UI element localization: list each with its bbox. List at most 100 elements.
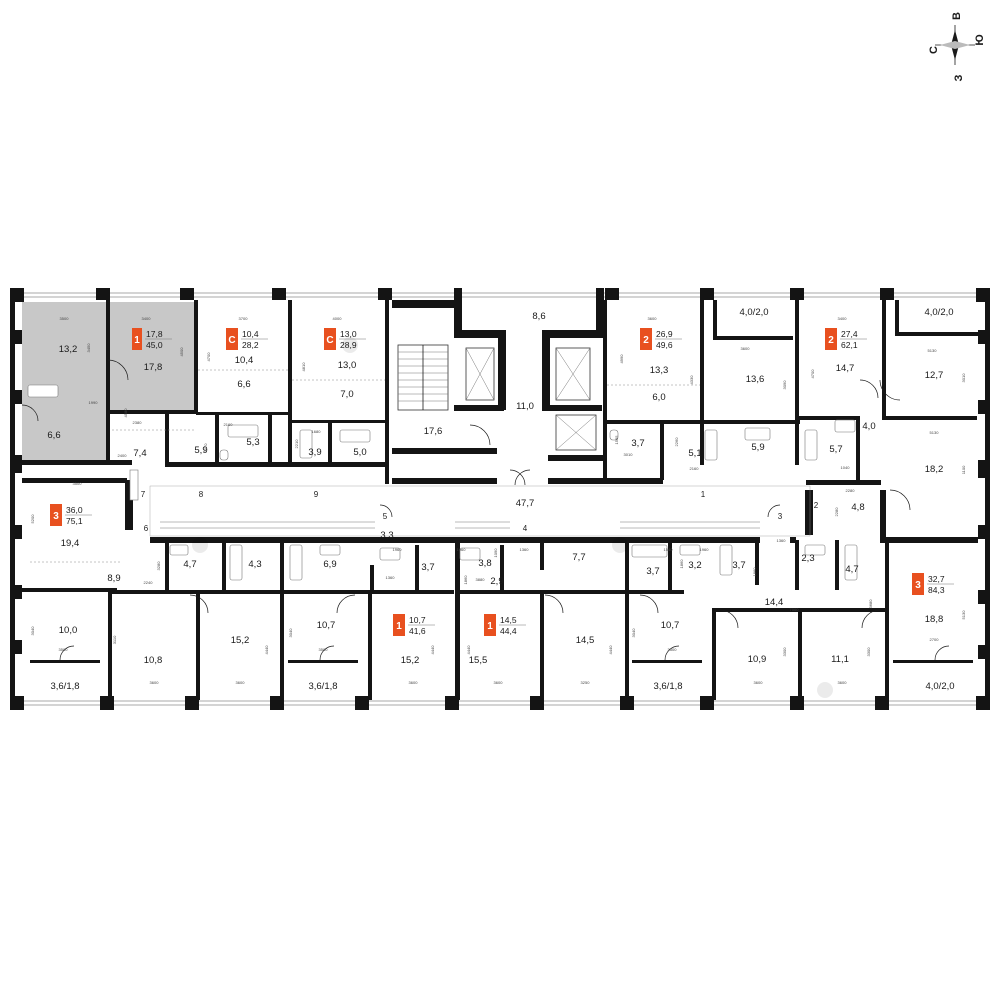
door-number: 9 bbox=[314, 490, 319, 499]
room-area-label: 17,6 bbox=[424, 426, 443, 437]
dim-label: 3400 bbox=[838, 316, 848, 321]
badge-rooms: С bbox=[228, 335, 235, 346]
apartment-badge-3[interactable]: С 13,0 28,9 bbox=[324, 328, 366, 350]
apartment-badge-8[interactable]: 1 14,5 44,4 bbox=[484, 614, 526, 636]
dim-label: 2210 bbox=[294, 439, 299, 449]
dim-label: 2240 bbox=[144, 580, 154, 585]
room-area-label: 19,4 bbox=[61, 538, 80, 549]
room-area-label: 3,9 bbox=[308, 447, 321, 458]
door-number: 7 bbox=[141, 490, 146, 499]
room-area-label: 7,0 bbox=[340, 389, 353, 400]
apartment-badge-4[interactable]: 2 26,9 49,6 bbox=[640, 328, 682, 350]
apartment-badge-9[interactable]: 3 32,7 84,3 bbox=[912, 573, 954, 595]
room-area-label: 17,8 bbox=[144, 362, 163, 373]
room-area-label: 14,4 bbox=[765, 597, 784, 608]
room-area-label: 5,0 bbox=[353, 447, 366, 458]
badge-total-area: 28,9 bbox=[340, 340, 357, 350]
room-labels: 13,2 6,6 7,4 17,8 10,4 6,6 5,3 5,9 13,0 … bbox=[47, 307, 954, 692]
dim-label: 3500 bbox=[319, 647, 329, 652]
dim-label: 4700 bbox=[810, 369, 815, 379]
dim-label: 3600 bbox=[494, 680, 504, 685]
badge-rooms: 3 bbox=[53, 511, 59, 522]
corridor bbox=[149, 485, 811, 537]
dim-label: 3400 bbox=[142, 316, 152, 321]
dim-label: 3880 bbox=[476, 577, 486, 582]
dim-label: 4810 bbox=[301, 362, 306, 372]
room-area-label: 11,0 bbox=[516, 401, 534, 412]
room-area-label: 14,7 bbox=[836, 363, 855, 374]
apartment-badge-2[interactable]: С 10,4 28,2 bbox=[226, 328, 268, 350]
dim-label: 3110 bbox=[112, 635, 117, 644]
dim-label: 5130 bbox=[928, 348, 938, 353]
door-number: 8 bbox=[199, 490, 204, 499]
badge-living-area: 36,0 bbox=[66, 505, 83, 515]
bathroom-fixtures bbox=[27, 384, 858, 581]
dim-label: 1960 bbox=[700, 547, 710, 552]
dim-label: 5130 bbox=[961, 610, 966, 620]
apartment-badge-5[interactable]: 2 27,4 62,1 bbox=[825, 328, 867, 350]
dim-label: 1680 bbox=[312, 429, 322, 434]
room-area-label: 4,3 bbox=[248, 559, 261, 570]
apartment-badge-1[interactable]: 1 17,8 45,0 bbox=[132, 328, 172, 350]
dim-label: 3300 bbox=[866, 647, 871, 657]
dim-label: 3500 bbox=[668, 647, 678, 652]
room-area-label: 15,5 bbox=[469, 655, 488, 666]
room-area-label: 3,7 bbox=[421, 562, 434, 573]
room-area-label: 5,9 bbox=[194, 445, 207, 456]
badge-living-area: 26,9 bbox=[656, 329, 673, 339]
compass-north: С bbox=[928, 46, 940, 54]
dim-label: 4580 bbox=[123, 408, 128, 418]
compass-cross-icon bbox=[940, 41, 970, 49]
dim-label: 3450 bbox=[86, 343, 91, 353]
dim-label: 1565 bbox=[614, 435, 619, 445]
badge-total-area: 75,1 bbox=[66, 516, 83, 526]
dim-label: 1100 bbox=[961, 465, 966, 474]
dim-label: 3600 bbox=[838, 680, 848, 685]
dim-label: 3250 bbox=[581, 680, 591, 685]
room-area-label: 15,2 bbox=[401, 655, 420, 666]
dim-label: 1360 bbox=[386, 575, 396, 580]
dim-label: 2280 bbox=[834, 507, 839, 517]
dim-label: 3600 bbox=[150, 680, 160, 685]
room-area-label: 18,8 bbox=[925, 614, 944, 625]
room-area-label: 3,6/1,8 bbox=[50, 681, 79, 692]
dim-label: 1860 bbox=[752, 567, 757, 577]
dim-label: 4440 bbox=[608, 645, 613, 655]
dim-label: 3700 bbox=[239, 316, 249, 321]
badge-total-area: 84,3 bbox=[928, 585, 945, 595]
dim-label: 1960 bbox=[393, 547, 403, 552]
apartment-badge-7[interactable]: 1 10,7 41,6 bbox=[393, 614, 435, 636]
dim-label: 4330 bbox=[689, 375, 694, 385]
badge-living-area: 32,7 bbox=[928, 574, 945, 584]
badge-living-area: 10,4 bbox=[242, 329, 259, 339]
room-area-label: 4,7 bbox=[845, 564, 858, 575]
room-area-label: 8,6 bbox=[532, 311, 545, 322]
room-area-label: 13,2 bbox=[59, 344, 78, 355]
dim-label: 2380 bbox=[133, 420, 143, 425]
dim-label: 4440 bbox=[430, 645, 435, 655]
room-area-label: 3,3 bbox=[380, 530, 393, 541]
dimension-labels: 3500 3400 3700 4000 3600 3400 1990 2380 … bbox=[59, 316, 940, 685]
dim-label: 5200 bbox=[30, 514, 35, 524]
dim-label: 3600 bbox=[754, 680, 764, 685]
dim-label: 3300 bbox=[782, 647, 787, 657]
dim-label: 2260 bbox=[674, 437, 679, 447]
apartment-badge-6[interactable]: 3 36,0 75,1 bbox=[50, 504, 92, 526]
badge-living-area: 14,5 bbox=[500, 615, 517, 625]
badge-total-area: 62,1 bbox=[841, 340, 858, 350]
badge-rooms: С bbox=[326, 335, 333, 346]
dim-label: 1540 bbox=[664, 547, 674, 552]
room-area-label: 13,3 bbox=[650, 365, 669, 376]
room-area-label: 13,0 bbox=[338, 360, 357, 371]
badge-total-area: 49,6 bbox=[656, 340, 673, 350]
room-area-label: 6,0 bbox=[652, 392, 665, 403]
room-area-label: 5,1 bbox=[688, 448, 701, 459]
dim-label: 3090 bbox=[782, 380, 787, 390]
room-area-label: 3,7 bbox=[646, 566, 659, 577]
door-swings bbox=[21, 359, 950, 661]
room-area-label: 4,0/2,0 bbox=[739, 307, 768, 318]
dim-label: 3600 bbox=[741, 346, 751, 351]
dim-label: 3680 bbox=[868, 599, 873, 609]
room-area-label: 5,3 bbox=[246, 437, 259, 448]
badge-living-area: 17,8 bbox=[146, 329, 163, 339]
